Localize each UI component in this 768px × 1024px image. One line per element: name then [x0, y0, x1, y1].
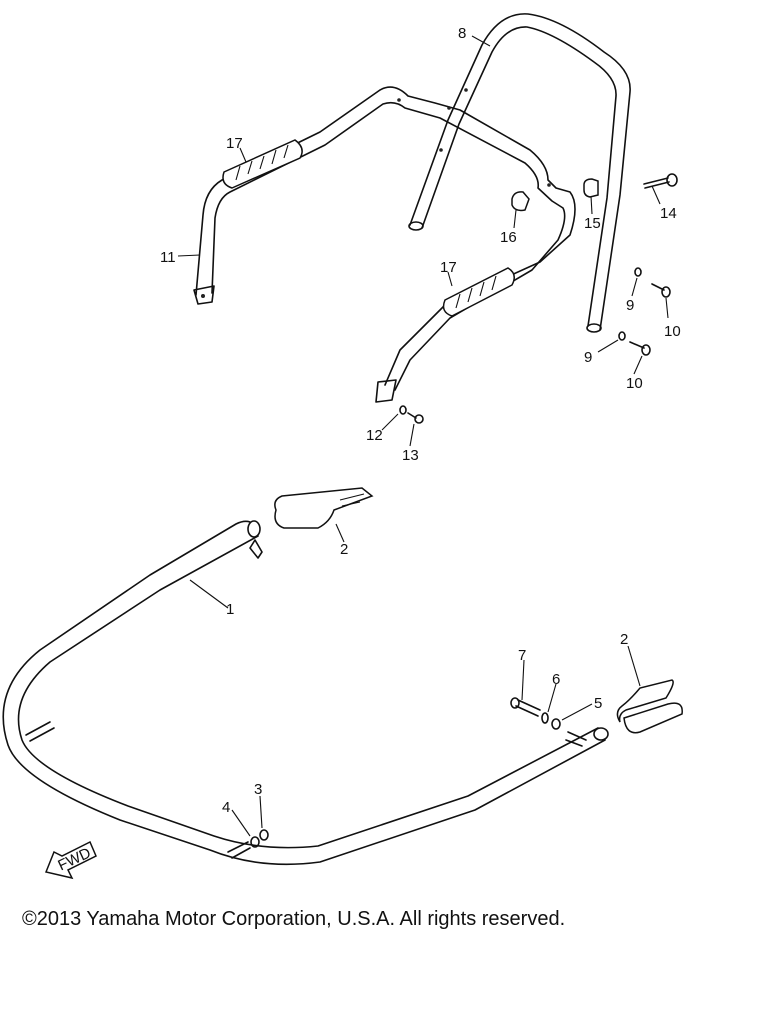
leader-lines: [177, 35, 669, 837]
part-8-rear-bar: [408, 13, 631, 333]
callout-4: 4: [222, 799, 230, 816]
part-10-bolt-a: [651, 283, 671, 298]
part-7-bolt: [510, 697, 541, 717]
callout-9: 9: [584, 349, 592, 366]
part-6-washer: [541, 712, 549, 724]
parts-diagram: FWD 8 17 11 17 16 15 14 9 10 9 10 12 13 …: [2, 13, 683, 880]
callout-9: 9: [626, 297, 634, 314]
part-5-nut: [551, 718, 561, 730]
callout-2: 2: [620, 631, 628, 648]
part-14-bolt: [643, 173, 678, 189]
callout-5: 5: [594, 695, 602, 712]
fwd-arrow: FWD: [44, 840, 97, 880]
callout-11: 11: [160, 249, 176, 266]
callout-3: 3: [254, 781, 262, 798]
part-17-grip-upper: [222, 139, 303, 189]
callout-6: 6: [552, 671, 560, 688]
part-9-washer-b: [618, 331, 626, 341]
part-1-bumper: [2, 520, 609, 866]
part-13-bolt: [407, 412, 424, 424]
part-12-washer: [399, 405, 407, 415]
part-2-end-cap-rear: [274, 487, 374, 529]
callout-7: 7: [518, 647, 526, 664]
callout-10: 10: [626, 375, 643, 392]
callout-17: 17: [440, 259, 457, 276]
part-9-washer-a: [634, 267, 642, 277]
copyright-notice: ©2013 Yamaha Motor Corporation, U.S.A. A…: [22, 908, 566, 930]
part-16-clamp: [511, 191, 530, 212]
callout-17: 17: [226, 135, 243, 152]
callout-14: 14: [660, 205, 677, 222]
part-17-grip-lower: [442, 267, 515, 317]
callout-10: 10: [664, 323, 681, 340]
callout-1: 1: [226, 601, 234, 618]
part-11-upper-bar: [193, 86, 576, 403]
part-15-bushing: [583, 178, 599, 198]
part-2-end-cap-front: [616, 679, 683, 734]
callout-8: 8: [458, 25, 466, 42]
callout-13: 13: [402, 447, 419, 464]
callout-2: 2: [340, 541, 348, 558]
part-10-bolt-b: [629, 341, 651, 356]
callout-15: 15: [584, 215, 601, 232]
fwd-label: FWD: [55, 844, 93, 874]
callouts: 8 17 11 17 16 15 14 9 10 9 10 12 13 2 1 …: [160, 25, 681, 816]
callout-12: 12: [366, 427, 383, 444]
callout-16: 16: [500, 229, 517, 246]
